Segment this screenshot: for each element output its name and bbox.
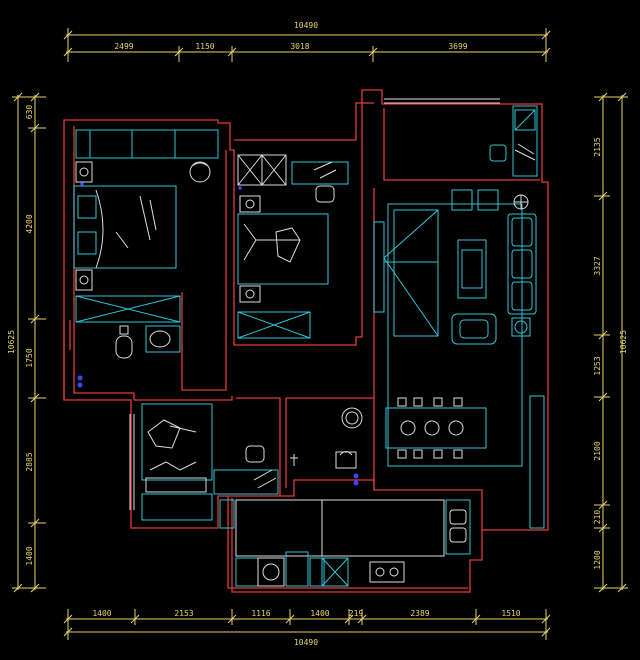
kitchen-sink-icon	[449, 509, 467, 525]
dimension-top: 10490 2499 1150 3018 3699	[63, 21, 551, 62]
dim-right-seg-6: 1200	[593, 550, 602, 569]
dim-bottom-seg-4: 1400	[310, 609, 329, 618]
dim-bottom-seg-7: 1510	[501, 609, 520, 618]
armchair-icon	[451, 189, 473, 211]
lounge-chair-icon	[451, 313, 497, 345]
desk-chair-icon	[315, 185, 335, 203]
second-bedroom	[237, 154, 349, 339]
dim-top-seg-1: 2499	[114, 42, 133, 51]
dining-table	[385, 407, 487, 449]
side-cabinet	[529, 395, 545, 529]
chair-icon	[189, 161, 211, 183]
coffee-table	[457, 239, 487, 299]
bathroom	[290, 407, 363, 486]
dim-left-total: 10625	[7, 330, 16, 354]
basin-icon	[341, 407, 363, 429]
desk	[291, 161, 349, 185]
dim-left-seg-1: 630	[25, 105, 34, 120]
dim-right-seg-3: 1253	[593, 356, 602, 375]
tv-unit	[373, 221, 385, 313]
dim-left-seg-5: 1400	[25, 546, 34, 565]
toilet-icon	[115, 335, 133, 359]
living-room	[373, 189, 545, 529]
dim-bottom-seg-1: 1400	[92, 609, 111, 618]
balcony	[384, 98, 538, 177]
washing-machine-icon	[257, 557, 285, 587]
dim-bottom-total: 10490	[294, 638, 318, 647]
kitchen	[219, 499, 471, 587]
double-bed	[73, 185, 177, 269]
dimension-right: 2135 3327 1253 2100 210 1200 10625	[593, 92, 628, 593]
sockets	[80, 182, 242, 190]
dining-chair-icon	[400, 420, 416, 436]
stove-icon	[369, 561, 405, 583]
outer-wall	[63, 89, 549, 531]
master-bathroom	[77, 325, 181, 388]
kitchen-sink-counter	[445, 499, 471, 555]
dim-bottom-seg-3: 1116	[251, 609, 270, 618]
dim-bottom-seg-6: 2389	[410, 609, 429, 618]
master-bedroom	[73, 129, 219, 323]
living-zone-outline	[387, 203, 523, 467]
dimension-bottom: 1400 2153 1116 1400 219 2389 1510 10490	[63, 609, 551, 647]
dim-bottom-seg-5: 219	[349, 609, 364, 618]
bed-third	[141, 403, 213, 481]
cabinet	[237, 311, 311, 339]
bed-second	[237, 213, 329, 285]
dim-top-seg-2: 1150	[195, 42, 214, 51]
third-wardrobe	[141, 493, 213, 521]
dim-right-seg-1: 2135	[593, 137, 602, 156]
dim-right-seg-5: 210	[593, 510, 602, 525]
sink-icon	[149, 330, 171, 348]
dim-left-seg-4: 2885	[25, 452, 34, 471]
dim-top-seg-3: 3018	[290, 42, 309, 51]
dimension-left: 10625 630 4200 1750 2885 1400	[7, 92, 46, 593]
walls	[63, 89, 549, 593]
dim-left-seg-2: 4200	[25, 214, 34, 233]
dim-right-seg-2: 3327	[593, 256, 602, 275]
third-desk	[213, 469, 279, 495]
balcony-chair-icon	[489, 144, 507, 162]
dim-top-seg-4: 3699	[448, 42, 467, 51]
third-bedroom	[129, 403, 279, 521]
dim-left-seg-3: 1750	[25, 348, 34, 367]
sofa-icon	[507, 213, 537, 315]
dim-bottom-seg-2: 2153	[174, 609, 193, 618]
bathroom-socket-icon	[353, 473, 359, 479]
dim-right-seg-4: 2100	[593, 441, 602, 460]
dresser	[75, 295, 181, 323]
dim-top-total: 10490	[294, 21, 318, 30]
socket-icon	[77, 375, 83, 381]
dim-right-total: 10625	[619, 330, 628, 354]
wardrobe	[75, 129, 219, 159]
